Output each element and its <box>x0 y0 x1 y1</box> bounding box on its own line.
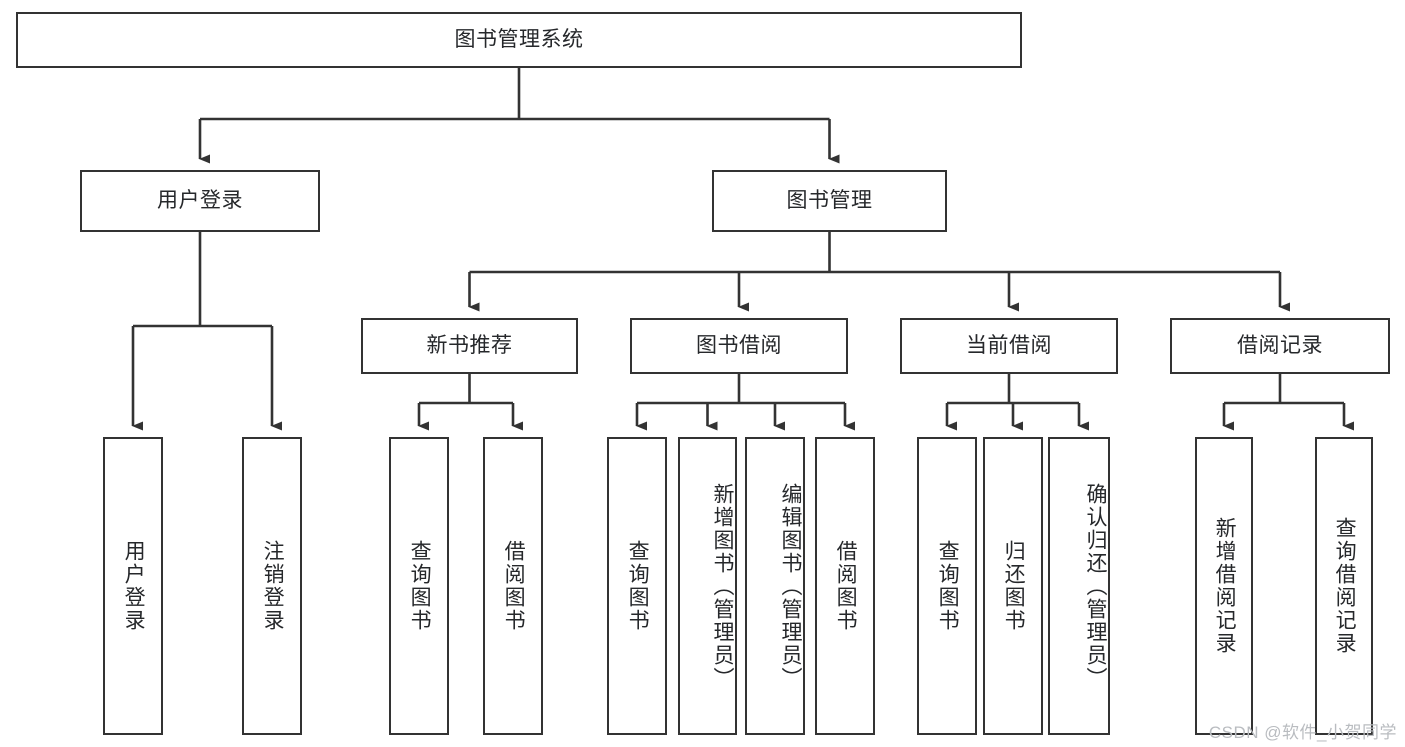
node-leaf-query-book-1[interactable]: 查询图书 <box>389 437 449 735</box>
node-label-root: 图书管理系统 <box>454 28 584 52</box>
node-label-new-book-recommend: 新书推荐 <box>426 334 513 358</box>
node-leaf-user-login[interactable]: 用户登录 <box>103 437 163 735</box>
node-new-book-recommend[interactable]: 新书推荐 <box>361 318 578 374</box>
node-leaf-query-borrow-record[interactable]: 查询借阅记录 <box>1315 437 1373 735</box>
node-label-leaf-user-login: 用户登录 <box>122 540 146 632</box>
node-label-leaf-logout-login: 注销登录 <box>261 540 285 632</box>
connector-bus-book-borrow <box>637 374 845 405</box>
node-leaf-logout-login[interactable]: 注销登录 <box>242 437 302 735</box>
node-label-leaf-borrow-book-2: 借阅图书 <box>834 540 858 632</box>
connector-bus-current-borrow <box>947 374 1079 405</box>
node-label-current-borrow: 当前借阅 <box>966 334 1052 358</box>
node-book-borrow[interactable]: 图书借阅 <box>630 318 848 374</box>
node-book-manage[interactable]: 图书管理 <box>712 170 947 232</box>
node-label-leaf-edit-book-admin: 编辑图书（管理员） <box>779 482 802 690</box>
node-label-book-manage: 图书管理 <box>786 189 873 213</box>
node-leaf-add-borrow-record[interactable]: 新增借阅记录 <box>1195 437 1253 735</box>
node-leaf-borrow-book-1[interactable]: 借阅图书 <box>483 437 543 735</box>
node-label-user-login: 用户登录 <box>157 189 243 213</box>
connector-bus-user-login <box>133 232 272 328</box>
node-leaf-query-book-2[interactable]: 查询图书 <box>607 437 667 735</box>
connector-bus-borrow-record <box>1224 374 1344 405</box>
node-leaf-confirm-return-admin[interactable]: 确认归还（管理员） <box>1048 437 1110 735</box>
node-leaf-add-book-admin[interactable]: 新增图书（管理员） <box>678 437 737 735</box>
node-borrow-record[interactable]: 借阅记录 <box>1170 318 1390 374</box>
node-label-leaf-query-book-2: 查询图书 <box>626 540 650 632</box>
node-leaf-borrow-book-2[interactable]: 借阅图书 <box>815 437 875 735</box>
node-label-leaf-add-book-admin: 新增图书（管理员） <box>711 482 734 690</box>
watermark-text: CSDN @软件_小贺同学 <box>1208 723 1397 742</box>
node-label-book-borrow: 图书借阅 <box>696 334 782 358</box>
node-label-leaf-borrow-book-1: 借阅图书 <box>502 540 526 632</box>
node-label-leaf-query-book-1: 查询图书 <box>408 540 432 632</box>
node-label-leaf-return-book: 归还图书 <box>1002 540 1026 632</box>
node-label-leaf-add-borrow-record: 新增借阅记录 <box>1213 517 1237 655</box>
connector-bus-new-book-recommend <box>419 374 513 405</box>
node-leaf-query-book-3[interactable]: 查询图书 <box>917 437 977 735</box>
node-leaf-return-book[interactable]: 归还图书 <box>983 437 1043 735</box>
node-current-borrow[interactable]: 当前借阅 <box>900 318 1118 374</box>
node-leaf-edit-book-admin[interactable]: 编辑图书（管理员） <box>745 437 805 735</box>
connector-bus-book-manage <box>469 232 1280 274</box>
node-label-leaf-query-borrow-record: 查询借阅记录 <box>1333 517 1357 655</box>
node-label-leaf-confirm-return-admin: 确认归还（管理员） <box>1084 482 1107 690</box>
node-user-login[interactable]: 用户登录 <box>80 170 320 232</box>
node-label-borrow-record: 借阅记录 <box>1237 334 1323 358</box>
node-root[interactable]: 图书管理系统 <box>16 12 1022 68</box>
node-label-leaf-query-book-3: 查询图书 <box>936 540 960 632</box>
connector-bus-root <box>200 68 830 121</box>
